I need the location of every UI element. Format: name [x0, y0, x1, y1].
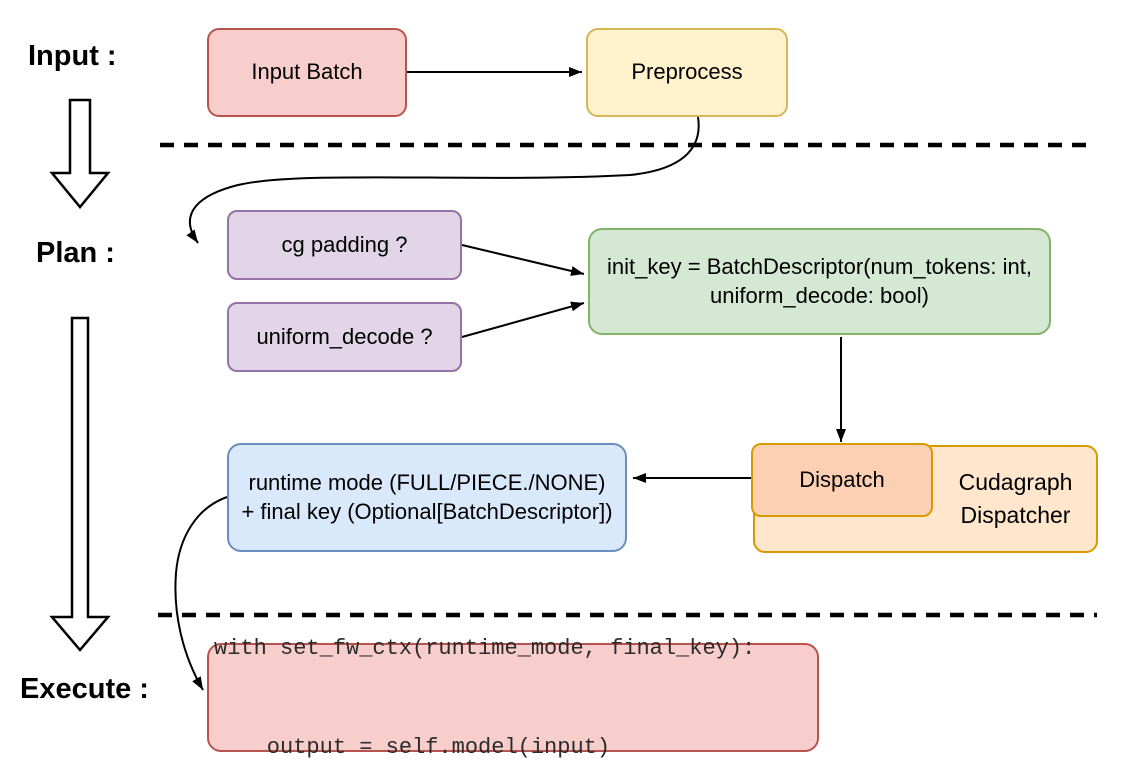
node-cg-padding: cg padding ? [227, 210, 462, 280]
stage-label-plan: Plan : [36, 237, 115, 269]
node-preprocess-label: Preprocess [631, 59, 743, 85]
plan-to-execute-arrow [49, 316, 111, 652]
node-dispatch: Dispatch [751, 443, 933, 517]
input-to-plan-arrow [49, 98, 111, 209]
node-runtime-mode-label: runtime mode (FULL/PIECE./NONE) + final … [241, 469, 613, 524]
node-runtime-mode: runtime mode (FULL/PIECE./NONE) + final … [227, 443, 627, 552]
node-cudagraph-dispatcher-label: Cudagraph Dispatcher [958, 468, 1073, 528]
node-init-key: init_key = BatchDescriptor(num_tokens: i… [588, 228, 1051, 335]
node-input-batch-label: Input Batch [251, 59, 363, 85]
node-dispatch-label: Dispatch [799, 466, 885, 492]
node-input-batch: Input Batch [207, 28, 407, 117]
stage-label-execute: Execute : [20, 673, 149, 705]
node-uniform-decode: uniform_decode ? [227, 302, 462, 372]
node-uniform-decode-label: uniform_decode ? [256, 323, 433, 349]
edge-cgpadding-initkey [461, 244, 585, 276]
edge-uniformdecode-initkey [461, 301, 585, 338]
node-cg-padding-label: cg padding ? [281, 231, 408, 257]
node-init-key-label: init_key = BatchDescriptor(num_tokens: i… [607, 253, 1032, 308]
node-execute-code: with set_fw_ctx(runtime_mode, final_key)… [207, 636, 819, 760]
node-preprocess: Preprocess [586, 28, 788, 117]
node-execute-code-text: with set_fw_ctx(runtime_mode, final_key)… [214, 635, 756, 760]
stage-label-input: Input : [28, 40, 117, 72]
